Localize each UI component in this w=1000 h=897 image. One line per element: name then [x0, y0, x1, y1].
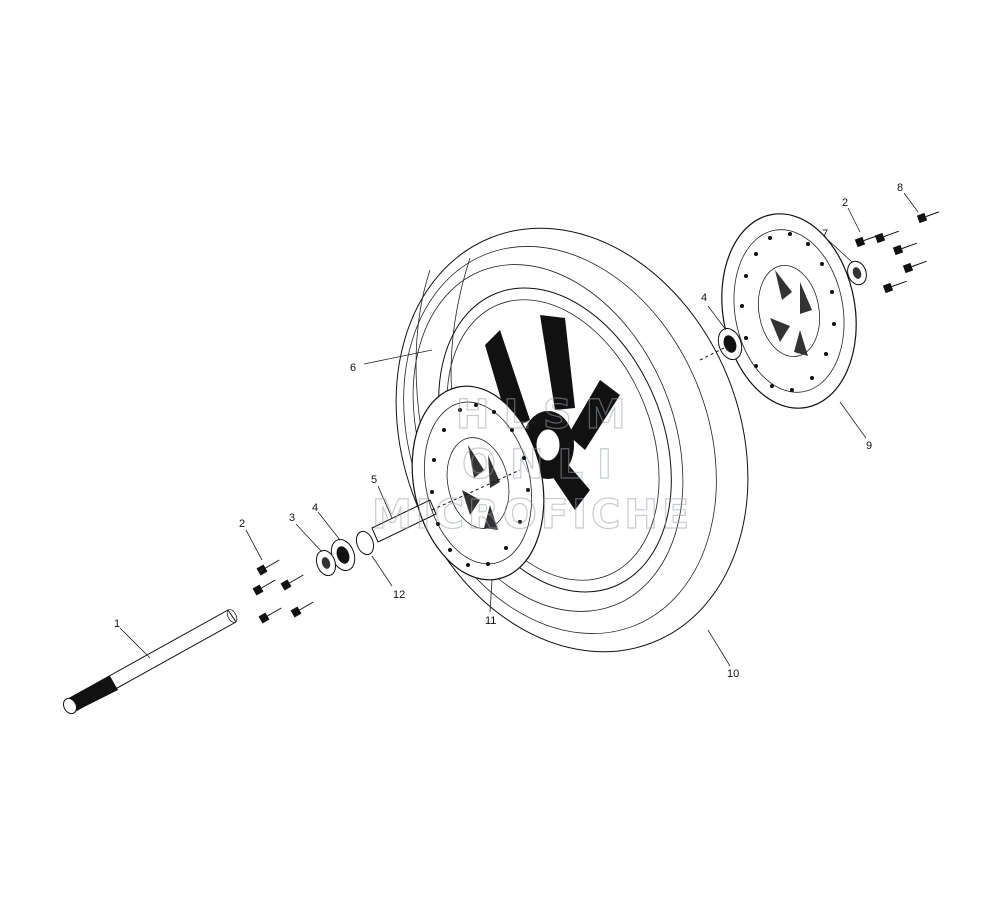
callout-6: 6: [350, 362, 356, 374]
watermark-line-1: HLSM: [456, 392, 640, 438]
callout-10: 10: [727, 668, 739, 680]
spacer-sleeve: [355, 499, 437, 556]
callout-8: 8: [897, 182, 903, 194]
brake-disc-front: [411, 385, 545, 581]
callout-2-left: 2: [239, 518, 245, 530]
spacer-right: [847, 260, 867, 286]
bearing-left: [330, 539, 356, 571]
callout-3: 3: [289, 512, 295, 524]
tire: [395, 227, 749, 653]
callout-7: 7: [822, 228, 828, 240]
watermark-line-3: MICROFICHE: [372, 492, 693, 538]
brake-disc-rear: [721, 213, 857, 409]
leader-lines: [119, 192, 919, 667]
axle: [63, 609, 238, 715]
watermark-line-2: ONLI: [462, 442, 626, 488]
bearing-right: [717, 328, 743, 360]
callout-2-right: 2: [842, 197, 848, 209]
disc-bolts-right: [854, 211, 940, 294]
callout-4-left: 4: [312, 502, 318, 514]
callout-4-right: 4: [701, 292, 707, 304]
callout-12: 12: [393, 589, 405, 601]
disc-bolts-left: [252, 559, 314, 624]
callout-11: 11: [485, 615, 496, 627]
callout-1: 1: [114, 618, 120, 630]
washer: [315, 549, 337, 577]
callout-9: 9: [866, 440, 872, 452]
callout-5: 5: [371, 474, 377, 486]
callout-labels: 1 2 3 4 5 6 12 11 10 4 9 2 7 8: [114, 182, 903, 680]
watermark: HLSM ONLI MICROFICHE: [371, 391, 693, 538]
